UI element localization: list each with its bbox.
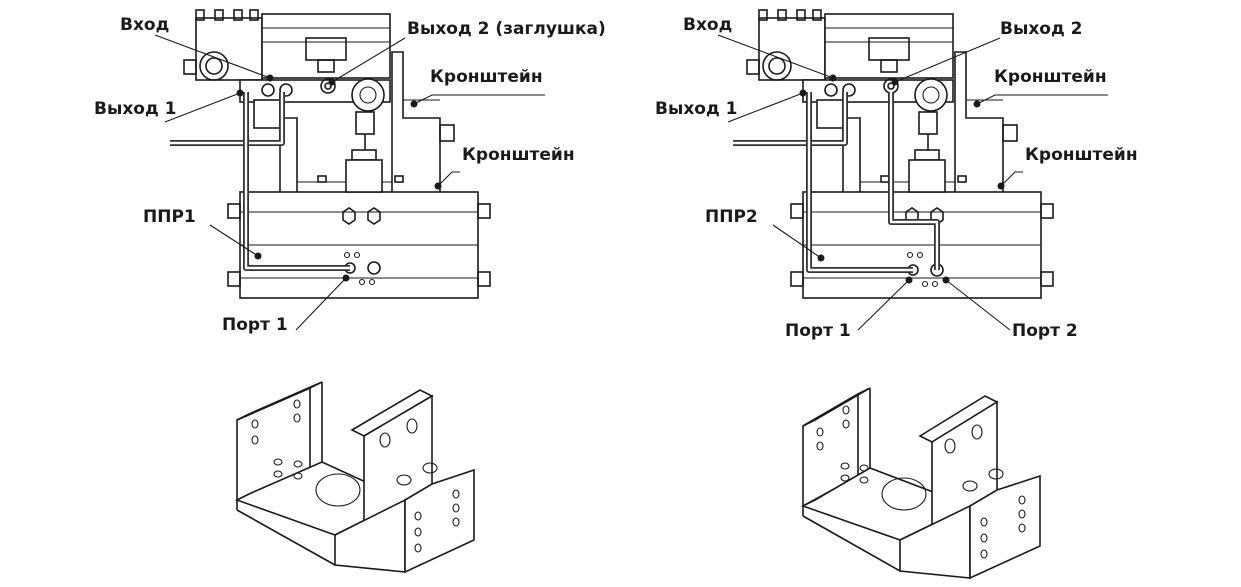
- right-label-bracket-top: Кронштейн: [994, 67, 1107, 87]
- right-bracket: [842, 51, 1018, 192]
- right-label-input: Вход: [683, 15, 732, 35]
- right-label-output1: Выход 1: [655, 99, 737, 119]
- right-positioner: [746, 9, 954, 193]
- left-label-port1: Порт 1: [222, 315, 288, 335]
- left-assembly: Вход Выход 1 Выход 2 (заглушка) Кронштей…: [94, 9, 606, 335]
- right-actuator-body: [790, 191, 1054, 299]
- left-label-input: Вход: [120, 15, 169, 35]
- right-tubing: [733, 92, 940, 273]
- right-bracket-isometric: [800, 387, 1041, 580]
- right-label-port2: Порт 2: [1012, 321, 1078, 341]
- right-label-output2: Выход 2: [1000, 19, 1082, 39]
- left-bracket-isometric: [234, 381, 475, 574]
- left-actuator-body: [227, 191, 491, 299]
- right-leaders: [717, 34, 1108, 331]
- left-label-bracket-top: Кронштейн: [430, 67, 543, 87]
- right-assembly: Вход Выход 1 Выход 2 Кронштейн Кронштейн…: [655, 9, 1138, 341]
- left-label-bracket-bottom: Кронштейн: [462, 145, 575, 165]
- left-tubing: [170, 92, 350, 271]
- right-label-actuator: ППР2: [705, 207, 758, 227]
- left-positioner: [183, 9, 391, 193]
- left-label-output1: Выход 1: [94, 99, 176, 119]
- left-bracket: [279, 51, 455, 192]
- left-label-actuator: ППР1: [143, 207, 196, 227]
- left-label-output2: Выход 2 (заглушка): [407, 19, 606, 39]
- right-label-port1: Порт 1: [785, 321, 851, 341]
- right-label-bracket-bottom: Кронштейн: [1025, 145, 1138, 165]
- left-leaders: [154, 34, 545, 331]
